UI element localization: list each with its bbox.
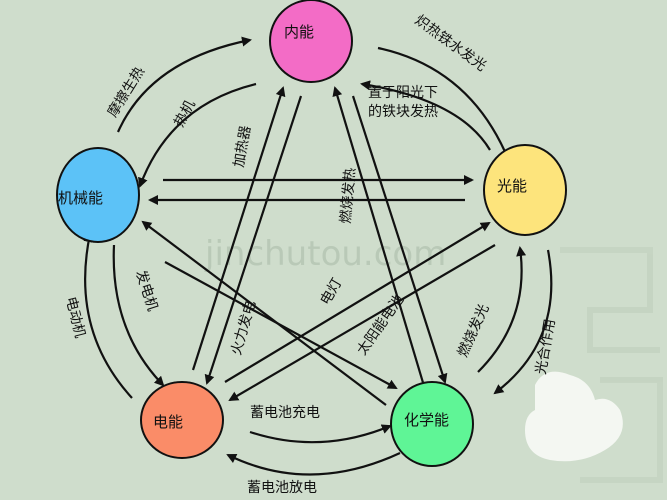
label-sun-iron-line2: 的铁块发热 bbox=[368, 104, 438, 120]
node-label: 电能 bbox=[153, 413, 183, 431]
node-label: 光能 bbox=[497, 177, 527, 195]
arrow-light-to-electric bbox=[228, 244, 496, 402]
label-lamp: 电灯 bbox=[318, 276, 346, 308]
node-internal-energy: 内能 bbox=[269, 0, 353, 83]
arrows bbox=[83, 36, 553, 476]
node-mechanical-energy: 机械能 bbox=[56, 147, 140, 243]
arrow-electric-to-internal bbox=[191, 86, 286, 371]
node-label: 内能 bbox=[284, 23, 314, 41]
arrow-internal-to-mechanical bbox=[138, 82, 257, 188]
label-thermal-power: 火力发电 bbox=[228, 299, 259, 357]
node-chemical-energy: 化学能 bbox=[390, 381, 474, 467]
arrow-electric-to-chemical bbox=[249, 424, 392, 444]
arrow-mechanical-to-internal bbox=[116, 36, 252, 133]
label-molten-iron-glow: 炽热铁水发光 bbox=[412, 12, 489, 74]
arrow-internal-to-electric bbox=[204, 95, 303, 385]
label-friction-heat: 摩擦生热 bbox=[104, 64, 148, 120]
arrow-electric-to-mechanical bbox=[83, 232, 133, 399]
arrow-mechanical-to-electric bbox=[112, 244, 165, 387]
node-label: 化学能 bbox=[404, 411, 449, 429]
arrow-chemical-to-internal bbox=[332, 86, 426, 387]
background-pattern bbox=[560, 247, 663, 483]
label-heater: 加热器 bbox=[231, 125, 254, 169]
label-motor: 电动机 bbox=[62, 295, 88, 340]
label-combustion-light: 燃烧发光 bbox=[454, 302, 492, 360]
arrow-electric-to-light bbox=[224, 221, 491, 383]
arrow-chemical-to-mechanical bbox=[141, 220, 387, 406]
label-photosynthesis: 光合作用 bbox=[533, 318, 558, 376]
watermark: jinchutou.com bbox=[204, 234, 446, 274]
node-label: 机械能 bbox=[58, 189, 103, 207]
label-battery-charge: 蓄电池充电 bbox=[250, 405, 320, 421]
arrow-internal-to-chemical bbox=[351, 95, 448, 384]
dragon-ornament-icon bbox=[525, 371, 623, 462]
arrow-light-to-internal bbox=[360, 80, 491, 151]
label-generator: 发电机 bbox=[132, 268, 160, 313]
label-combustion-heat: 燃烧发热 bbox=[337, 167, 359, 224]
arrow-chemical-to-electric bbox=[226, 452, 401, 476]
node-light-energy: 光能 bbox=[483, 144, 567, 236]
label-sun-iron-line1: 置于阳光下 bbox=[368, 85, 438, 101]
node-electric-energy: 电能 bbox=[140, 381, 224, 459]
arrow-light-to-chemical bbox=[493, 249, 553, 395]
label-battery-discharge: 蓄电池放电 bbox=[247, 480, 317, 496]
arrow-chemical-to-light bbox=[477, 246, 527, 373]
label-heat-engine: 热机 bbox=[171, 98, 198, 130]
label-solar-cell: 太阳能电池 bbox=[354, 292, 407, 359]
